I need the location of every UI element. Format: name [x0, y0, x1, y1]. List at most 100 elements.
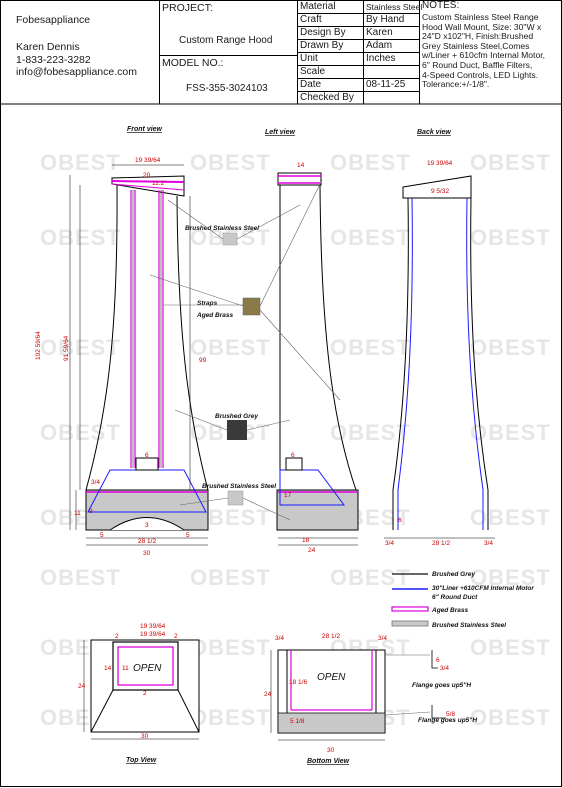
- top-view: OPEN 19 39/64 19 39/64 2 2 14 11 2 24 30: [78, 623, 200, 740]
- svg-text:OBEST: OBEST: [330, 420, 411, 445]
- svg-text:91 59/64: 91 59/64: [63, 335, 70, 361]
- svg-text:24: 24: [308, 547, 316, 554]
- callout-aged-brass: Aged Brass: [196, 312, 234, 319]
- svg-text:24: 24: [78, 683, 86, 690]
- svg-text:5: 5: [186, 532, 190, 539]
- svg-text:19 39/64: 19 39/64: [427, 160, 453, 167]
- svg-text:5/8: 5/8: [446, 711, 455, 718]
- spec-label: Date: [300, 79, 322, 90]
- svg-text:20: 20: [143, 172, 151, 179]
- company-name: Fobesappliance: [16, 14, 91, 26]
- back-view-title: Back view: [417, 129, 451, 136]
- svg-text:3/4: 3/4: [440, 665, 449, 672]
- legend: Brushed Grey 30"Liner +610CFM Internal M…: [391, 571, 534, 629]
- svg-text:3/4: 3/4: [275, 635, 284, 642]
- svg-text:11: 11: [122, 665, 129, 672]
- svg-text:9 5/32: 9 5/32: [431, 188, 449, 195]
- spec-label: Design By: [300, 27, 346, 38]
- svg-text:OBEST: OBEST: [470, 635, 551, 660]
- model-label: MODEL NO.:: [162, 57, 224, 69]
- swatch-brushed-grey: [227, 420, 247, 440]
- svg-text:OBEST: OBEST: [40, 420, 121, 445]
- svg-text:OBEST: OBEST: [470, 565, 551, 590]
- svg-text:OBEST: OBEST: [190, 150, 271, 175]
- callout-brushed-grey: Brushed Grey: [215, 413, 258, 420]
- notes-label: NOTES:: [422, 0, 460, 11]
- svg-text:OBEST: OBEST: [190, 565, 271, 590]
- svg-text:99: 99: [199, 357, 207, 364]
- svg-text:18: 18: [302, 537, 310, 544]
- spec-value: 08-11-25: [366, 79, 406, 90]
- svg-text:2: 2: [143, 690, 147, 697]
- svg-text:5: 5: [100, 532, 104, 539]
- svg-text:30: 30: [327, 747, 335, 754]
- svg-text:6: 6: [398, 517, 402, 524]
- bottom-view-title: Bottom View: [307, 758, 350, 765]
- svg-text:2: 2: [115, 633, 119, 640]
- company-block: Fobesappliance Karen Dennis 1-833-223-32…: [0, 0, 160, 104]
- svg-text:19 39/64: 19 39/64: [135, 157, 161, 164]
- material-callouts: Brushed Stainless Steel Straps Aged Bras…: [149, 179, 341, 521]
- spec-value: Karen: [366, 27, 393, 38]
- callout-straps: Straps: [197, 300, 218, 307]
- left-view-title: Left view: [265, 129, 296, 136]
- svg-text:OBEST: OBEST: [470, 420, 551, 445]
- svg-text:30: 30: [141, 733, 149, 740]
- callout-brushed-stainless-2: Brushed Stainless Steel: [202, 483, 276, 490]
- legend-aged-brass: Aged Brass: [431, 607, 469, 614]
- spec-label: Scale: [300, 66, 326, 77]
- spec-value: Adam: [366, 40, 393, 51]
- spec-label: Drawn By: [300, 40, 344, 51]
- contact-email: info@fobesappliance.com: [16, 66, 137, 78]
- notes-text: Custom Stainless Steel Range Hood Wall M…: [422, 12, 545, 90]
- svg-text:OBEST: OBEST: [470, 505, 551, 530]
- svg-text:6: 6: [291, 452, 295, 459]
- project-label: PROJECT:: [162, 2, 213, 14]
- svg-text:OBEST: OBEST: [330, 225, 411, 250]
- svg-text:OBEST: OBEST: [470, 705, 551, 730]
- contact-phone: 1-833-223-3282: [16, 54, 91, 66]
- svg-text:11.2°: 11.2°: [152, 179, 167, 187]
- legend-liner: 30"Liner +610CFM Internal Motor: [432, 585, 534, 592]
- svg-text:28 1/2: 28 1/2: [322, 633, 340, 640]
- spec-label: Material: [300, 1, 336, 12]
- spec-value: Stainless Steel: [366, 2, 423, 12]
- svg-text:OBEST: OBEST: [470, 225, 551, 250]
- svg-text:18 1/6: 18 1/6: [289, 679, 307, 686]
- svg-text:5 1/8: 5 1/8: [290, 718, 305, 725]
- svg-text:102 59/64: 102 59/64: [35, 331, 42, 360]
- svg-text:28 1/2: 28 1/2: [138, 538, 156, 545]
- callout-flange-1: Flange goes up5"H: [412, 682, 471, 689]
- project-block: PROJECT: Custom Range Hood MODEL NO.: FS…: [159, 0, 298, 104]
- spec-label: Craft: [300, 14, 322, 25]
- bottom-view: OPEN Flange goes up5"H Flange goes up5"H…: [264, 633, 477, 754]
- back-view: 19 39/64 9 5/32 6 3/4 28 1/2 3/4: [384, 160, 495, 547]
- svg-text:OBEST: OBEST: [190, 705, 271, 730]
- notes-block: NOTES: Custom Stainless Steel Range Hood…: [419, 0, 562, 104]
- bottom-open-label: OPEN: [317, 672, 346, 683]
- svg-text:OBEST: OBEST: [190, 335, 271, 360]
- spec-label: Unit: [300, 53, 318, 64]
- svg-text:14: 14: [297, 162, 305, 169]
- swatch-stainless: [222, 232, 238, 246]
- svg-text:OBEST: OBEST: [40, 335, 121, 360]
- top-view-title: Top View: [126, 757, 157, 764]
- svg-text:6: 6: [145, 452, 149, 459]
- svg-text:3: 3: [145, 522, 149, 529]
- svg-text:3/4: 3/4: [484, 540, 493, 547]
- svg-text:14: 14: [104, 665, 112, 672]
- spec-label: Checked By: [300, 92, 354, 103]
- svg-text:OBEST: OBEST: [470, 335, 551, 360]
- top-open-label: OPEN: [133, 663, 162, 674]
- spec-value: By Hand: [366, 14, 405, 25]
- svg-text:2: 2: [174, 633, 178, 640]
- svg-text:11: 11: [74, 510, 81, 517]
- svg-text:19 39/64: 19 39/64: [140, 623, 166, 630]
- svg-text:28 1/2: 28 1/2: [432, 540, 450, 547]
- front-view-title: Front view: [127, 126, 163, 133]
- spec-value: Inches: [366, 53, 396, 64]
- svg-text:17: 17: [284, 492, 292, 499]
- legend-duct: 6" Round Duct: [432, 594, 478, 601]
